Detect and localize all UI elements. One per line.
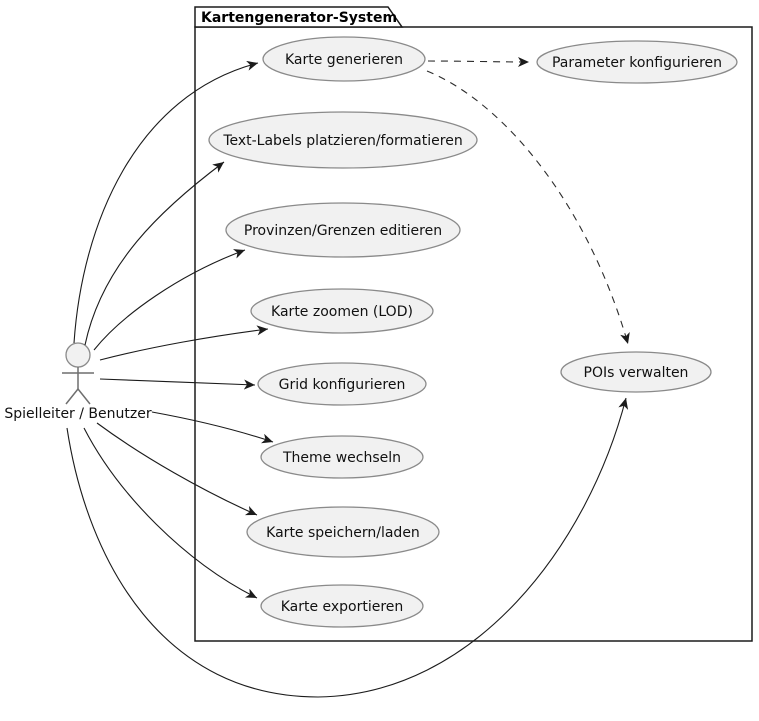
edge-actor-speichern (96, 422, 258, 516)
actor-legs (65, 388, 91, 405)
usecase-ellipse (536, 40, 738, 84)
usecase-karte-zoomen-lod: Karte zoomen (LOD) (250, 288, 434, 334)
edge-actor-theme (151, 411, 274, 444)
usecase-karte-exportieren: Karte exportieren (260, 584, 424, 628)
system-boundary-tab (194, 6, 404, 28)
usecase-theme-wechseln: Theme wechseln (260, 435, 424, 479)
usecase-label: Karte exportieren (281, 599, 404, 615)
edge-actor-provinzen (93, 249, 246, 351)
usecase-pois-verwalten: POIs verwalten (560, 351, 712, 393)
usecase-karte-speichern-laden: Karte speichern/laden (246, 506, 440, 558)
usecase-grid-konfigurieren: Grid konfigurieren (257, 362, 427, 406)
actor-label: Spielleiter / Benutzer (4, 406, 151, 422)
usecase-ellipse (246, 506, 440, 558)
usecase-ellipse (250, 288, 434, 334)
edge-actor-karte-generieren (73, 60, 259, 344)
edge-actor-text-labels (84, 161, 225, 346)
usecase-ellipse (262, 36, 426, 82)
actor-spielleiter-benutzer: Spielleiter / Benutzer (4, 342, 152, 422)
usecase-label: Karte speichern/laden (266, 525, 420, 541)
usecase-karte-generieren: Karte generieren (262, 36, 426, 82)
edge-actor-pois (66, 397, 629, 698)
usecase-ellipse (208, 111, 478, 169)
usecase-ellipse (560, 351, 712, 393)
usecase-label: POIs verwalten (584, 365, 689, 381)
usecase-ellipse (225, 202, 461, 258)
edge-actor-grid (99, 378, 256, 390)
actor-head (65, 342, 91, 368)
usecase-label: Provinzen/Grenzen editieren (244, 223, 442, 239)
usecase-ellipse (257, 362, 427, 406)
usecase-label: Karte zoomen (LOD) (271, 304, 413, 320)
usecase-text-labels-platzieren: Text-Labels platzieren/formatieren (208, 111, 478, 169)
usecase-label: Karte generieren (285, 52, 403, 68)
usecase-label: Parameter konfigurieren (552, 55, 722, 71)
edge-actor-karte-zoomen (99, 325, 269, 361)
usecase-ellipse (260, 435, 424, 479)
edge-actor-exportieren (83, 427, 258, 599)
usecase-provinzen-grenzen-editieren: Provinzen/Grenzen editieren (225, 202, 461, 258)
usecase-ellipse (260, 584, 424, 628)
usecase-label: Grid konfigurieren (279, 377, 406, 393)
usecase-parameter-konfigurieren: Parameter konfigurieren (536, 40, 738, 84)
system-title: Kartengenerator-System (201, 10, 397, 26)
usecase-label: Text-Labels platzieren/formatieren (222, 133, 462, 149)
usecase-label: Theme wechseln (282, 450, 401, 466)
